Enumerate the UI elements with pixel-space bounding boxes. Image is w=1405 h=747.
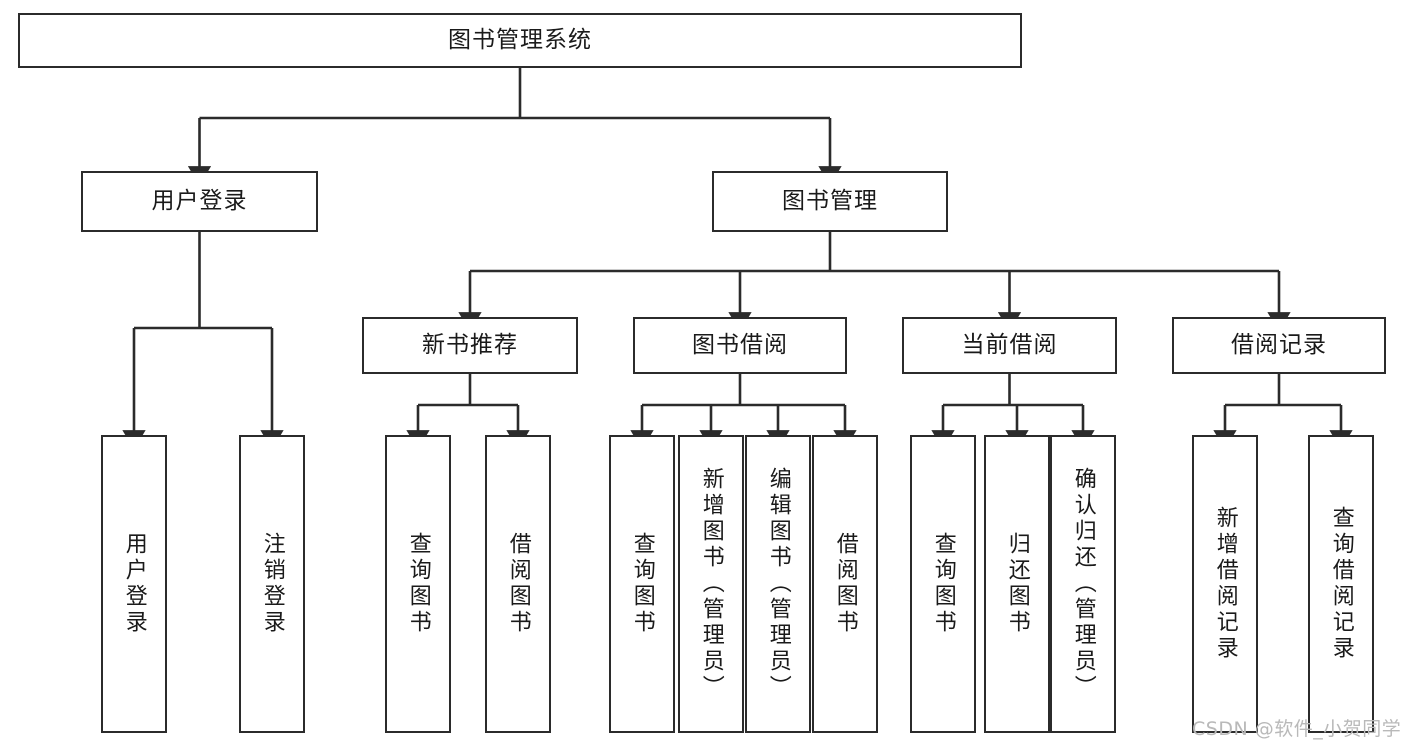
- node-label: 编辑图书（管理员）: [765, 467, 791, 701]
- node-leaf_3[interactable]: 借阅图书: [485, 435, 551, 733]
- node-label: 查询图书: [629, 532, 655, 636]
- node-l3_2[interactable]: 当前借阅: [902, 317, 1117, 374]
- node-label: 图书管理: [782, 187, 878, 214]
- node-leaf_8[interactable]: 查询图书: [910, 435, 976, 733]
- node-label: 查询图书: [405, 532, 431, 636]
- node-l2_1[interactable]: 图书管理: [712, 171, 948, 232]
- node-label: 当前借阅: [961, 331, 1058, 358]
- node-leaf_10[interactable]: 确认归还（管理员）: [1050, 435, 1116, 733]
- node-label: 归还图书: [1004, 532, 1030, 636]
- node-l3_0[interactable]: 新书推荐: [362, 317, 578, 374]
- node-leaf_5[interactable]: 新增图书（管理员）: [678, 435, 744, 733]
- node-label: 借阅记录: [1231, 331, 1327, 358]
- node-root[interactable]: 图书管理系统: [18, 13, 1022, 68]
- node-label: 查询图书: [930, 532, 956, 636]
- node-label: 用户登录: [121, 532, 147, 636]
- node-label: 新增借阅记录: [1212, 506, 1238, 662]
- csdn-watermark: CSDN @软件_小贺同学: [1192, 718, 1402, 740]
- node-label: 查询借阅记录: [1328, 506, 1354, 662]
- node-leaf_2[interactable]: 查询图书: [385, 435, 451, 733]
- node-label: 注销登录: [259, 532, 285, 636]
- node-leaf_7[interactable]: 借阅图书: [812, 435, 878, 733]
- node-label: 确认归还（管理员）: [1070, 467, 1096, 701]
- node-leaf_0[interactable]: 用户登录: [101, 435, 167, 733]
- node-label: 借阅图书: [832, 532, 858, 636]
- node-leaf_1[interactable]: 注销登录: [239, 435, 305, 733]
- node-l2_0[interactable]: 用户登录: [81, 171, 318, 232]
- node-label: 新增图书（管理员）: [698, 467, 724, 701]
- node-l3_1[interactable]: 图书借阅: [633, 317, 847, 374]
- node-l3_3[interactable]: 借阅记录: [1172, 317, 1386, 374]
- node-label: 图书借阅: [692, 331, 788, 358]
- node-label: 用户登录: [151, 187, 248, 214]
- node-leaf_11[interactable]: 新增借阅记录: [1192, 435, 1258, 733]
- node-leaf_9[interactable]: 归还图书: [984, 435, 1050, 733]
- node-leaf_12[interactable]: 查询借阅记录: [1308, 435, 1374, 733]
- node-leaf_4[interactable]: 查询图书: [609, 435, 675, 733]
- node-leaf_6[interactable]: 编辑图书（管理员）: [745, 435, 811, 733]
- node-label: 图书管理系统: [448, 26, 592, 53]
- node-label: 借阅图书: [505, 532, 531, 636]
- node-label: 新书推荐: [422, 331, 518, 358]
